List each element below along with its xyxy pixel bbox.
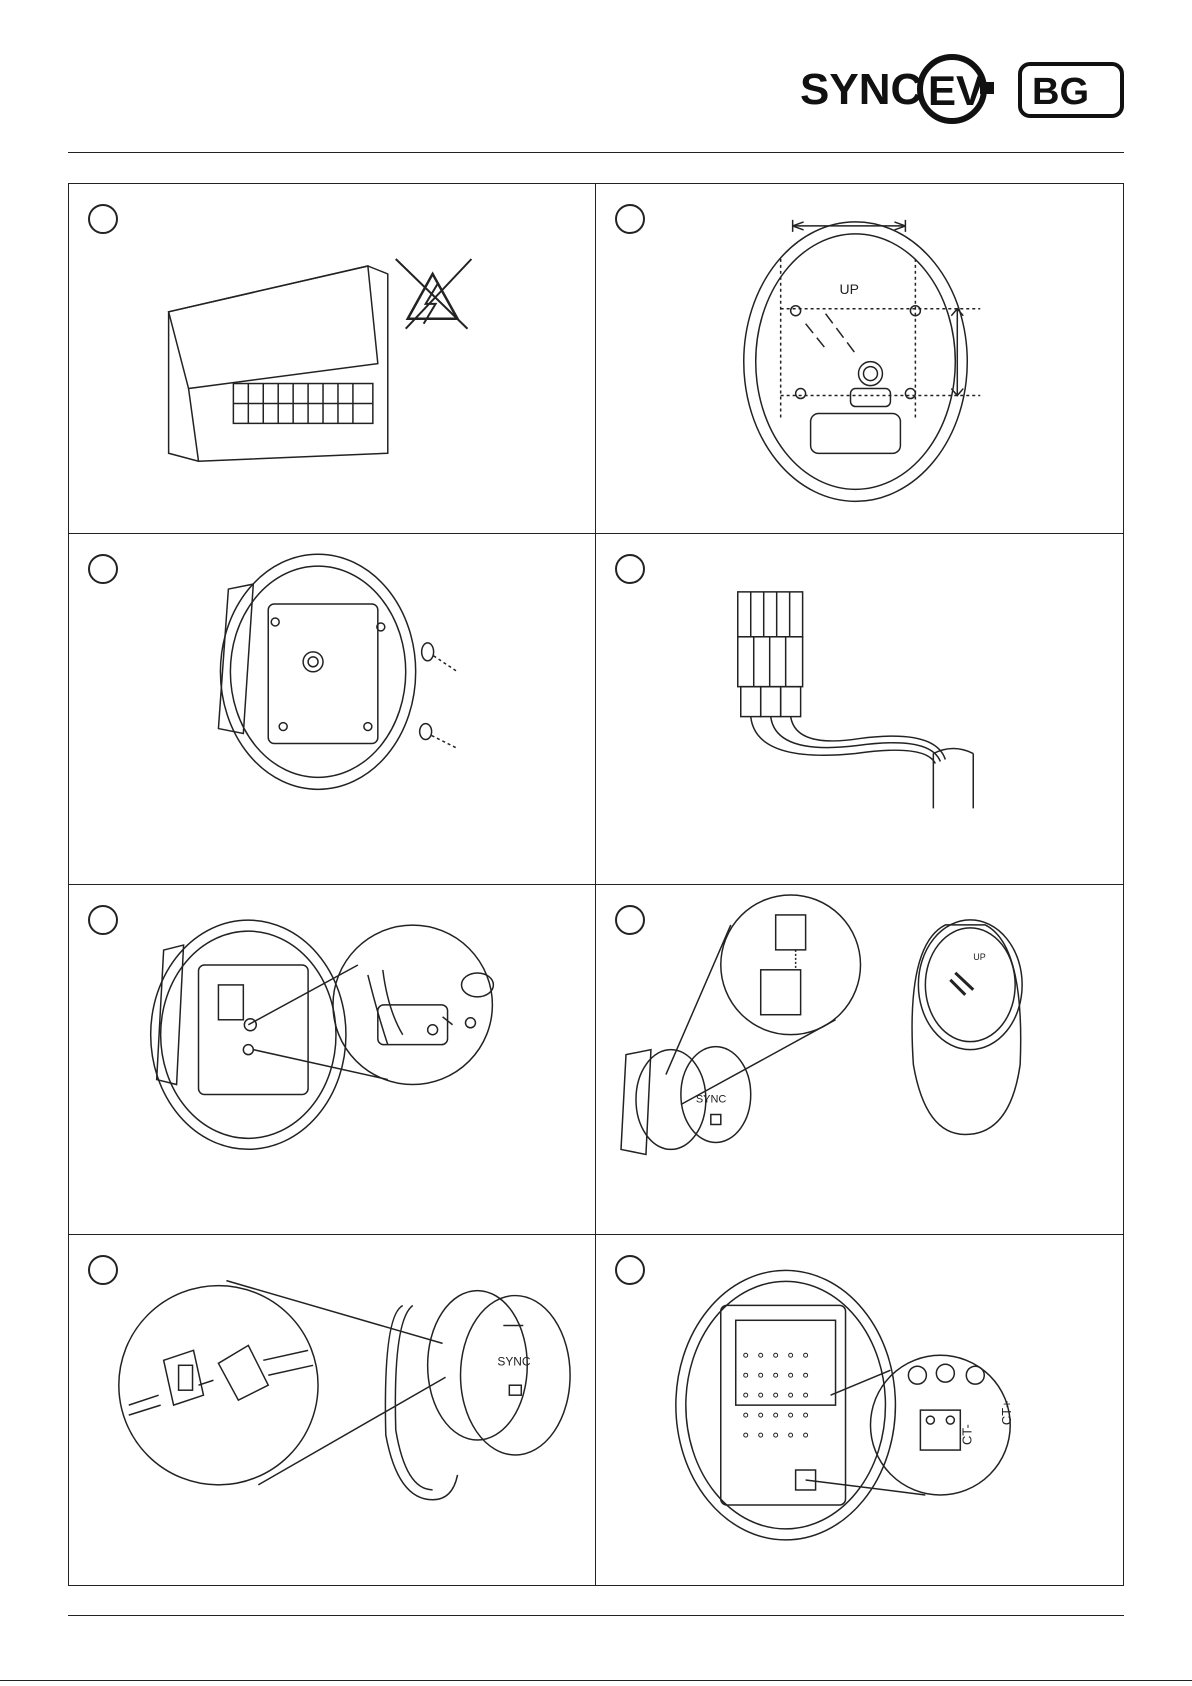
consumer-unit-illustration bbox=[69, 184, 595, 533]
sync-ev-logo: SYNC EV bbox=[800, 52, 1000, 126]
panel-2: UP bbox=[596, 184, 1123, 534]
page-bottom-edge bbox=[0, 1680, 1192, 1686]
electric-hazard-crossed-icon bbox=[396, 259, 472, 329]
back-box-dimensions-illustration: UP bbox=[596, 184, 1123, 533]
instruction-grid: UP bbox=[68, 183, 1124, 1586]
pcb-pads bbox=[744, 1353, 808, 1437]
up-label: UP bbox=[840, 281, 859, 297]
bg-logo-text: BG bbox=[1032, 71, 1089, 113]
front-back-connection-illustration: SYNC UP bbox=[596, 885, 1123, 1234]
ct-terminal-illustration: CT- CT+ bbox=[596, 1235, 1123, 1585]
header-divider bbox=[68, 152, 1124, 153]
connector-cable-illustration bbox=[596, 534, 1123, 883]
up-label: UP bbox=[973, 951, 985, 961]
sync-logo-text: SYNC bbox=[800, 65, 922, 114]
ct-plus-label: CT+ bbox=[999, 1400, 1014, 1425]
back-box-perspective-illustration bbox=[69, 534, 595, 883]
page-header: SYNC EV BG bbox=[0, 0, 1192, 155]
ct-minus-label: CT- bbox=[959, 1424, 974, 1445]
breaker-rows bbox=[233, 384, 372, 424]
footer-divider bbox=[68, 1615, 1124, 1616]
bg-logo: BG bbox=[1018, 62, 1124, 118]
device-label: SYNC bbox=[497, 1354, 531, 1368]
panel-8: CT- CT+ bbox=[596, 1235, 1123, 1585]
panel-4 bbox=[596, 534, 1123, 884]
panel-5 bbox=[69, 885, 596, 1235]
panel-7: SYNC bbox=[69, 1235, 596, 1585]
front-cover-connector-illustration: SYNC bbox=[69, 1235, 595, 1585]
panel-1 bbox=[69, 184, 596, 534]
panel-3 bbox=[69, 534, 596, 884]
panel-6: SYNC UP bbox=[596, 885, 1123, 1235]
cable-clamp-illustration bbox=[69, 885, 595, 1234]
device-label: SYNC bbox=[696, 1093, 727, 1105]
ev-logo-text: EV bbox=[928, 67, 984, 114]
